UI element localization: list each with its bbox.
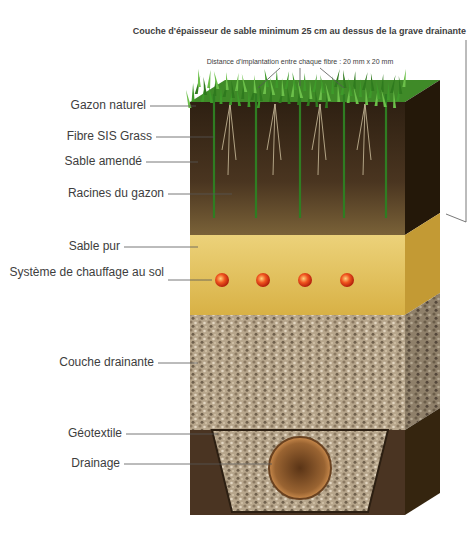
layer-label: Racines du gazon bbox=[6, 187, 164, 201]
soil-side bbox=[405, 80, 440, 235]
pure-sand-layer bbox=[190, 235, 405, 315]
drainage-layer bbox=[190, 315, 405, 430]
amended-sand-layer bbox=[190, 102, 405, 235]
drain-pipe bbox=[269, 437, 331, 499]
trench-side bbox=[405, 408, 440, 515]
layer-label: Couche drainante bbox=[6, 356, 154, 370]
note-label: Couche d'épaisseur de sable minimum 25 c… bbox=[133, 26, 466, 36]
gravel-side bbox=[405, 293, 440, 430]
grass-blades bbox=[186, 69, 406, 108]
leader-lines bbox=[124, 40, 466, 464]
trench-soil bbox=[190, 430, 405, 515]
heating-pipe bbox=[215, 273, 229, 287]
layer-label: Système de chauffage au sol bbox=[6, 266, 164, 280]
layer-label: Drainage bbox=[6, 457, 120, 471]
layer-label: Gazon naturel bbox=[6, 99, 146, 113]
layer-label: Géotextile bbox=[6, 427, 122, 441]
geotextile-trench bbox=[212, 430, 388, 512]
roots bbox=[222, 104, 371, 175]
heating-pipe bbox=[340, 273, 354, 287]
layer-label: Sable pur bbox=[6, 240, 120, 254]
note-label: Distance d'implantation entre chaque fib… bbox=[200, 58, 400, 66]
heating-pipe bbox=[256, 273, 270, 287]
layer-label: Sable amendé bbox=[6, 155, 142, 169]
heating-pipe bbox=[298, 273, 312, 287]
layer-label: Fibre SIS Grass bbox=[6, 130, 152, 144]
fibres bbox=[214, 94, 386, 218]
